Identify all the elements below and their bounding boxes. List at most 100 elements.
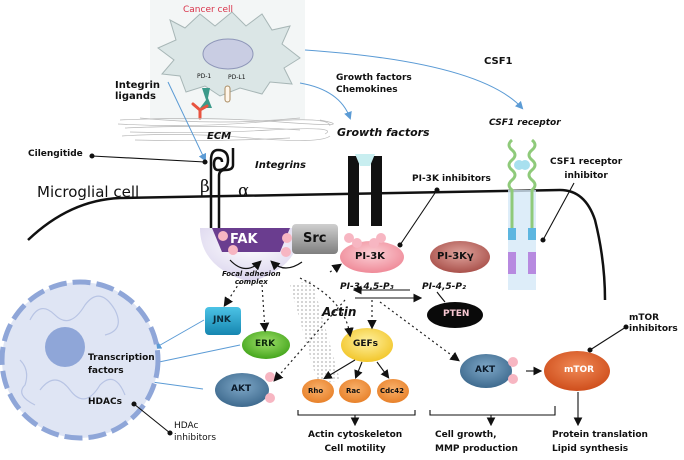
csf1-receptor-inhibitor-label: CSF1 receptor inhibitor: [550, 155, 622, 183]
cilengitide-line: [91, 155, 206, 163]
transcription-factors-line2: factors: [88, 366, 124, 376]
integrin-ligand-arrow: [167, 81, 207, 162]
focal-adhesion-line1: Focal adhesion: [222, 270, 281, 278]
pip2-label: PI-4,5-P₂: [422, 282, 466, 292]
growth-factors-chemokines-label: Growth factors Chemokines: [336, 72, 412, 96]
erk-label: ERK: [255, 339, 276, 349]
black-arrows: [89, 153, 629, 436]
csf1-label: CSF1: [484, 56, 513, 67]
pi3k-gamma-label: PI-3Kγ: [437, 251, 474, 262]
mtor-inhibitors-line1: mTOR: [629, 313, 660, 323]
csf1r-inhibitor-line2: inhibitor: [564, 171, 608, 181]
integrin-ligands-line1: Integrin: [115, 80, 161, 91]
gefs-node: [341, 328, 393, 362]
rac-node: [339, 379, 371, 403]
cell-growth-line1: Cell growth,: [435, 430, 497, 440]
actin-cytoskeleton-line1: Actin cytoskeleton: [308, 430, 403, 440]
erk-node: [242, 331, 290, 359]
microglial-cell-label: Microglial cell: [37, 183, 140, 201]
pdl1-label: PD-L1: [228, 74, 246, 81]
mtor-inhibitors-line2: inhibitors: [629, 324, 678, 334]
akt-right-label: AKT: [475, 365, 496, 375]
pten-label: PTEN: [443, 309, 470, 319]
pi3k-label: PI-3K: [355, 251, 385, 262]
alpha-label: α: [238, 181, 250, 201]
ecm-fibers: [117, 117, 334, 142]
mtor-inhibitor-line: [589, 326, 627, 351]
chemokines-line: Chemokines: [336, 85, 398, 95]
beta-label: β: [200, 177, 210, 197]
hdac-inhibitors-line2: inhibitors: [174, 433, 217, 443]
growth-factor-arrow: [299, 82, 352, 120]
growth-factors-label: Growth factors: [337, 126, 430, 139]
akt-left-node: [215, 373, 269, 407]
cilengitide-label: Cilengitide: [28, 149, 83, 159]
cdc42-label: Cdc42: [380, 387, 405, 395]
pip3-label: PI-3,4,5-P₃: [340, 282, 394, 292]
ecm-label: ECM: [207, 131, 232, 142]
pd1-label: PD-1: [197, 73, 212, 80]
protein-translation-label: Protein translation Lipid synthesis: [552, 428, 648, 456]
pi3k-inhibitor-line: [399, 189, 438, 246]
antibody-icon: [191, 102, 209, 120]
integrin-receptor: [209, 148, 235, 230]
rho-node: [302, 379, 334, 403]
dotted-arrows: [223, 263, 460, 382]
mtor-node: [544, 351, 610, 391]
akt-right-node: [460, 354, 512, 388]
jnk-label: JNK: [213, 315, 231, 325]
hdac-inhibitors-line1: HDAc: [174, 421, 199, 431]
jnk-to-nucleus-arrow: [153, 319, 205, 349]
focal-adhesion-complex: [200, 224, 338, 282]
cancer-cell-label: Cancer cell: [183, 5, 234, 15]
cancer-cell-nucleus: [202, 38, 254, 70]
csf1-arrow: [304, 49, 524, 110]
fak-label: FAK: [230, 232, 258, 247]
rac-label: Rac: [346, 387, 361, 395]
cell-motility-line: Cell motility: [324, 444, 386, 454]
growth-factors-line: Growth factors: [336, 73, 412, 83]
mmp-production-line: MMP production: [435, 444, 518, 454]
pten-node: [427, 302, 483, 328]
src-node: [292, 224, 338, 254]
csf1-receptor-label: CSF1 receptor: [489, 118, 561, 128]
rho-label: Rho: [308, 387, 324, 395]
growth-factor-receptor: [348, 154, 382, 226]
focal-adhesion-label: Focal adhesion complex: [222, 270, 281, 286]
pi3k-inhibitors-label: PI-3K inhibitors: [412, 174, 491, 184]
csf1r-inhibitor-line1: CSF1 receptor: [550, 157, 623, 167]
jnk-node: [205, 307, 241, 335]
nucleus: [0, 279, 161, 441]
phospho-sites: [218, 231, 518, 403]
integrin-ligands-label: Integrin ligands: [115, 80, 160, 102]
integrins-label: Integrins: [255, 160, 306, 171]
csf1-receptor: [507, 138, 537, 290]
actin-cytoskeleton-label: Actin cytoskeleton Cell motility: [308, 428, 402, 456]
actin-label: Actin: [322, 305, 357, 319]
cdc42-node: [377, 379, 409, 403]
pd1-receptor: [200, 88, 212, 108]
hdac-inhibitor-line: [133, 403, 171, 434]
akt-left-label: AKT: [231, 384, 252, 394]
transcription-factors-line1: Transcription: [88, 353, 155, 363]
actin-filament: [290, 280, 340, 385]
gefs-label: GEFs: [353, 339, 379, 349]
focal-adhesion-line2: complex: [234, 278, 268, 286]
pdl1-ligand: [224, 85, 231, 103]
protein-translation-line: Protein translation: [552, 430, 648, 440]
csf1r-inhibitor-line: [542, 182, 575, 241]
hdacs-label: HDACs: [88, 397, 122, 407]
transcription-factors-label: Transcription factors: [88, 352, 155, 378]
cancer-cell-panel: [150, 0, 305, 120]
mtor-label: mTOR: [564, 365, 595, 375]
src-label: Src: [303, 231, 327, 246]
cell-growth-label: Cell growth, MMP production: [435, 428, 518, 456]
lipid-synthesis-line: Lipid synthesis: [552, 444, 629, 454]
hdac-inhibitors-label: HDAc inhibitors: [174, 420, 216, 444]
pi3k-gamma-node: [430, 241, 490, 273]
pi3k-node: [340, 241, 404, 273]
mtor-inhibitors-label: mTOR inhibitors: [629, 313, 678, 335]
cell-membrane: [27, 188, 607, 301]
integrin-ligands-line2: ligands: [115, 91, 156, 102]
